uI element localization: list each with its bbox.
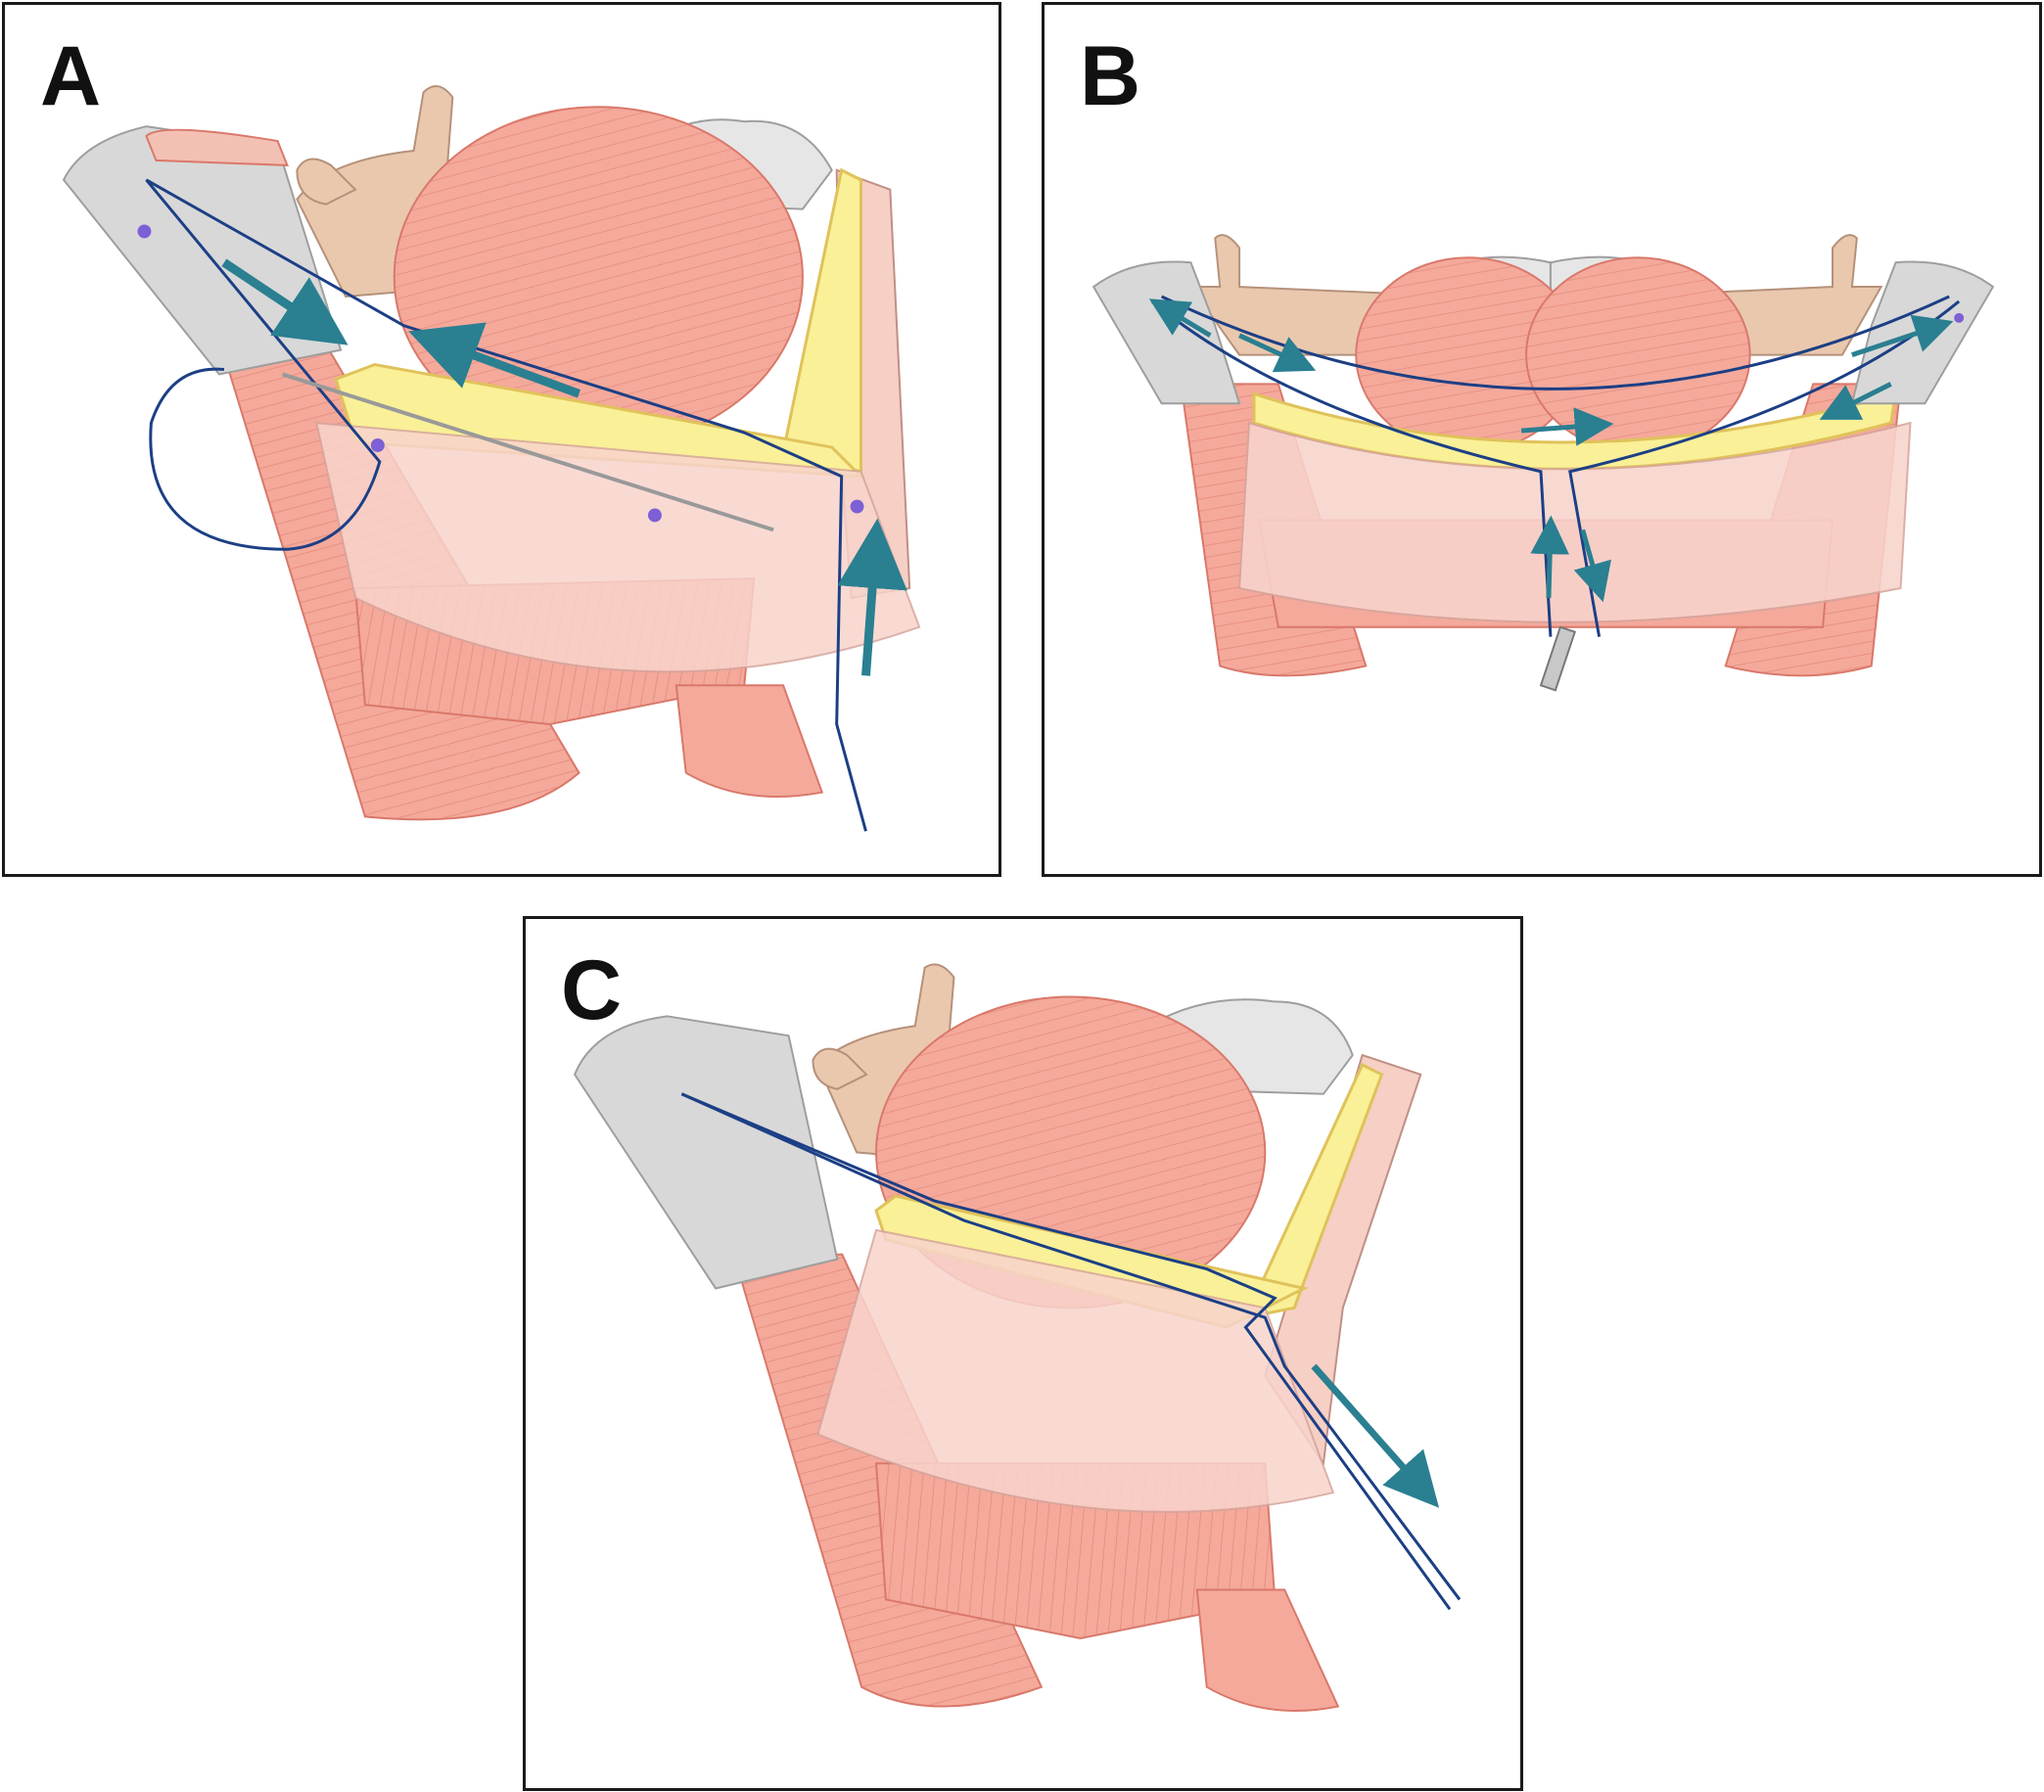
panel-b: B [1042,2,2042,877]
arrow-left-2 [1238,333,1317,373]
arrow-center [1520,407,1614,446]
panel-label-c: C [561,943,623,1037]
condyle-bone [812,1047,868,1090]
arrow-down [1311,1363,1440,1508]
arrow-3 [837,518,907,676]
forceps [1539,625,1577,692]
illustration-a [62,85,921,832]
condyle-bone [296,158,357,206]
marker-2 [370,438,385,452]
arrow-2 [408,322,581,398]
suture-2 [680,1092,1452,1611]
panel-label-a: A [40,29,102,123]
tendon-top [145,128,289,166]
suture-loop [145,178,382,551]
side-fascia [1242,1062,1384,1320]
arrow-right-2 [1819,382,1892,420]
needle [281,372,774,532]
tendon-left [573,1015,839,1290]
panel-label-b: B [1080,29,1141,123]
marker-right [1954,312,1965,323]
lower-muscle-right [674,684,824,799]
suture-1 [680,1092,1462,1601]
tendon-left [62,125,343,376]
mesh-sheet [816,1228,1335,1513]
illustration-c [573,963,1462,1712]
arrow-1 [221,258,348,345]
arrow-left-1 [1148,299,1212,338]
marker-4 [850,499,864,514]
arrow-up [1530,515,1570,598]
lower-muscle-right [1195,1588,1340,1712]
mesh-sheet [1238,421,1912,623]
arrow-down [1573,528,1611,603]
tendon-left [1092,260,1241,405]
arrow-right-1 [1851,314,1954,357]
suture-line [145,178,867,832]
marker-3 [647,508,662,523]
mesh-sheet [315,422,921,673]
suture-left [1150,299,1553,637]
panel-a: A [2,2,1001,877]
marker-1 [137,224,152,239]
illustration-b [1092,234,1995,692]
panel-c: C [523,916,1523,1791]
